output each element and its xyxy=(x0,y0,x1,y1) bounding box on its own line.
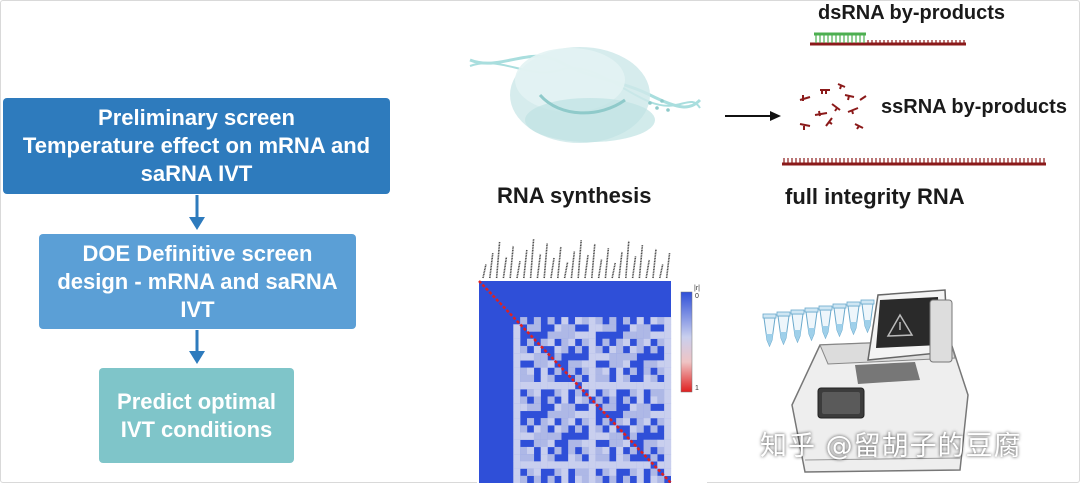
zhihu-watermark: 知乎 @留胡子的豆腐 xyxy=(760,431,1022,462)
full-integrity-rna-strand-icon xyxy=(782,158,1046,166)
heatmap-colorbar xyxy=(680,291,693,393)
heatmap-svg: |r| 0 1 xyxy=(478,238,700,483)
dsrna-strand-icon xyxy=(810,32,966,46)
label-dsrna-by-products: dsRNA by-products xyxy=(818,2,1006,24)
label-rna-synthesis: RNA synthesis xyxy=(497,183,652,208)
arrow-down-icon xyxy=(189,195,205,230)
rna-polymerase-illustration xyxy=(469,47,702,143)
pcr-tube-icon xyxy=(776,311,791,346)
heatmap-column-labels xyxy=(482,238,671,279)
pcr-tube-icon xyxy=(790,309,805,344)
pcr-tube-icon xyxy=(832,303,847,338)
ssrna-fragments-icon xyxy=(799,83,867,130)
label-ssrna-by-products: ssRNA by-products xyxy=(881,96,1067,118)
step-doe-definitive-screen: DOE Definitive screen design - mRNA and … xyxy=(39,234,356,329)
colorbar-bottom-label: 1 xyxy=(695,385,699,392)
correlation-heatmap: |r| 0 1 xyxy=(477,232,707,483)
label-full-integrity-rna: full integrity RNA xyxy=(785,184,965,209)
step-predict-optimal: Predict optimal IVT conditions xyxy=(99,368,294,463)
pcr-tube-icon xyxy=(762,313,777,348)
arrow-down-icon xyxy=(189,330,205,364)
heatmap-cells xyxy=(513,317,672,483)
step-preliminary-screen: Preliminary screen Temperature effect on… xyxy=(3,98,390,194)
pcr-tube-icon xyxy=(818,305,833,340)
pcr-tube-icon xyxy=(804,307,819,342)
heatmap-diagonal xyxy=(478,280,672,483)
arrow-right-icon xyxy=(725,111,781,121)
pcr-tube-icon xyxy=(846,301,861,336)
pcr-tubes-icon xyxy=(762,299,875,348)
pcr-tube-icon xyxy=(860,299,875,334)
colorbar-top-label: 0 xyxy=(695,293,699,300)
colorbar-title: |r| xyxy=(694,285,700,292)
